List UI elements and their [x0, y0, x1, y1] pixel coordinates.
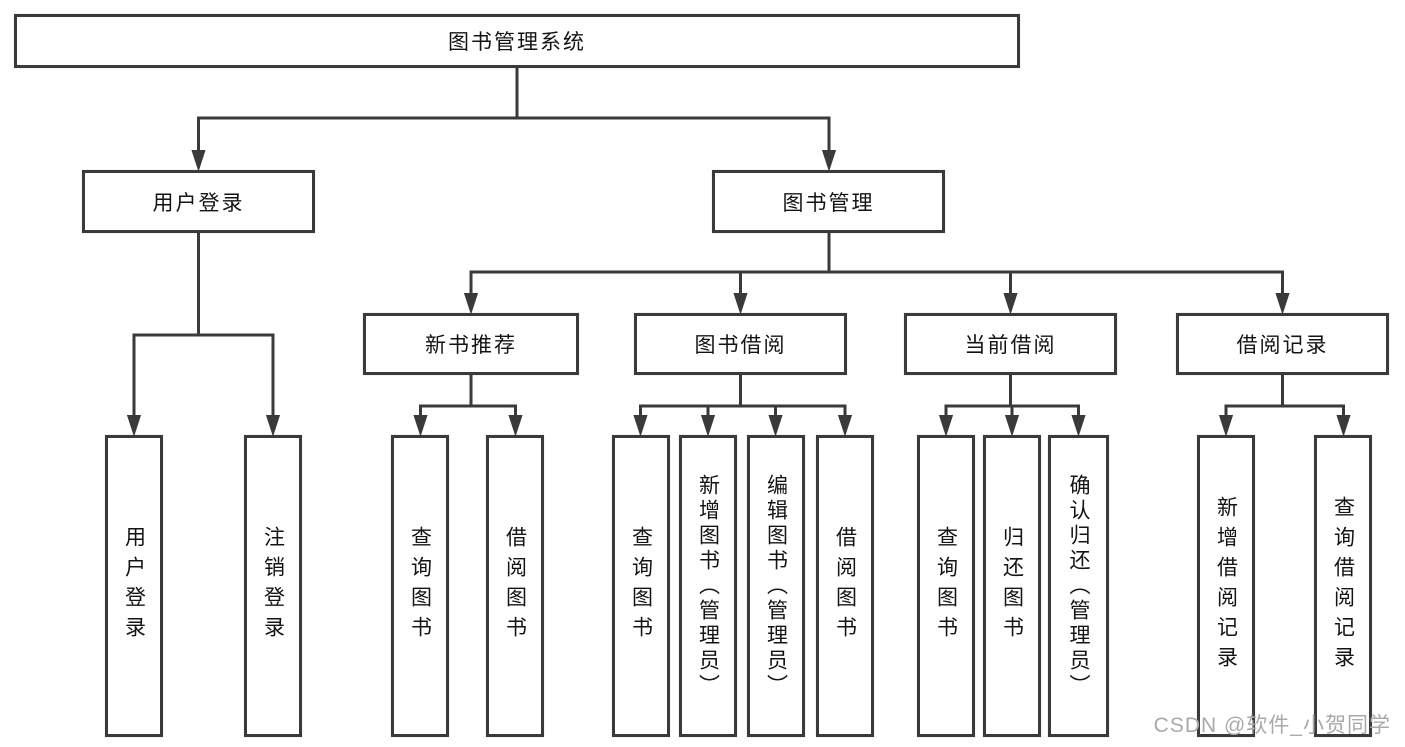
- leaf-user-login: 用户登录: [105, 435, 163, 737]
- leaf-logout-label: 注销登录: [261, 526, 285, 646]
- node-borrowing-records: 借阅记录: [1176, 313, 1389, 375]
- leaf-current-return-books: 归还图书: [983, 435, 1041, 737]
- node-root: 图书管理系统: [14, 14, 1020, 68]
- node-new-book-recommendation-label: 新书推荐: [425, 334, 517, 357]
- leaf-current-query-books-label: 查询图书: [934, 526, 958, 646]
- leaf-borrowing-add-books-admin: 新增图书（管理员）: [679, 435, 737, 737]
- csdn-watermark: CSDN @软件_小贺同学: [1153, 714, 1391, 737]
- node-borrowing-records-label: 借阅记录: [1236, 334, 1329, 357]
- leaf-recommend-borrow-books: 借阅图书: [486, 435, 544, 737]
- leaf-records-add-borrow-record: 新增借阅记录: [1197, 435, 1255, 737]
- leaf-user-login-label: 用户登录: [122, 526, 146, 646]
- node-root-label: 图书管理系统: [448, 31, 586, 54]
- node-new-book-recommendation: 新书推荐: [363, 313, 579, 375]
- leaf-recommend-query-books: 查询图书: [391, 435, 449, 737]
- node-user-login-label: 用户登录: [152, 191, 245, 215]
- node-book-management-label: 图书管理: [782, 191, 875, 215]
- leaf-recommend-borrow-books-label: 借阅图书: [503, 526, 527, 646]
- leaf-borrowing-borrow-books-label: 借阅图书: [833, 526, 857, 646]
- node-user-login: 用户登录: [82, 170, 315, 233]
- leaf-borrowing-edit-books-admin-label: 编辑图书（管理员）: [764, 473, 788, 699]
- leaf-current-query-books: 查询图书: [917, 435, 975, 737]
- leaf-borrowing-query-books-label: 查询图书: [629, 526, 653, 646]
- leaf-borrowing-edit-books-admin: 编辑图书（管理员）: [747, 435, 805, 737]
- node-book-borrowing-label: 图书借阅: [694, 334, 787, 357]
- leaf-borrowing-query-books: 查询图书: [612, 435, 670, 737]
- node-current-borrowing-label: 当前借阅: [964, 334, 1057, 357]
- leaf-borrowing-add-books-admin-label: 新增图书（管理员）: [696, 473, 720, 699]
- leaf-logout: 注销登录: [244, 435, 302, 737]
- leaf-current-confirm-return-admin-label: 确认归还（管理员）: [1067, 473, 1090, 699]
- leaf-records-query-borrow-record-label: 查询借阅记录: [1331, 496, 1355, 676]
- leaf-current-confirm-return-admin: 确认归还（管理员）: [1048, 435, 1109, 737]
- node-book-management: 图书管理: [712, 170, 945, 233]
- leaf-current-return-books-label: 归还图书: [1000, 526, 1024, 646]
- leaf-recommend-query-books-label: 查询图书: [408, 526, 432, 646]
- leaf-records-query-borrow-record: 查询借阅记录: [1314, 435, 1372, 737]
- leaf-records-add-borrow-record-label: 新增借阅记录: [1214, 496, 1238, 676]
- node-current-borrowing: 当前借阅: [904, 313, 1117, 375]
- leaf-borrowing-borrow-books: 借阅图书: [816, 435, 874, 737]
- node-book-borrowing: 图书借阅: [634, 313, 847, 375]
